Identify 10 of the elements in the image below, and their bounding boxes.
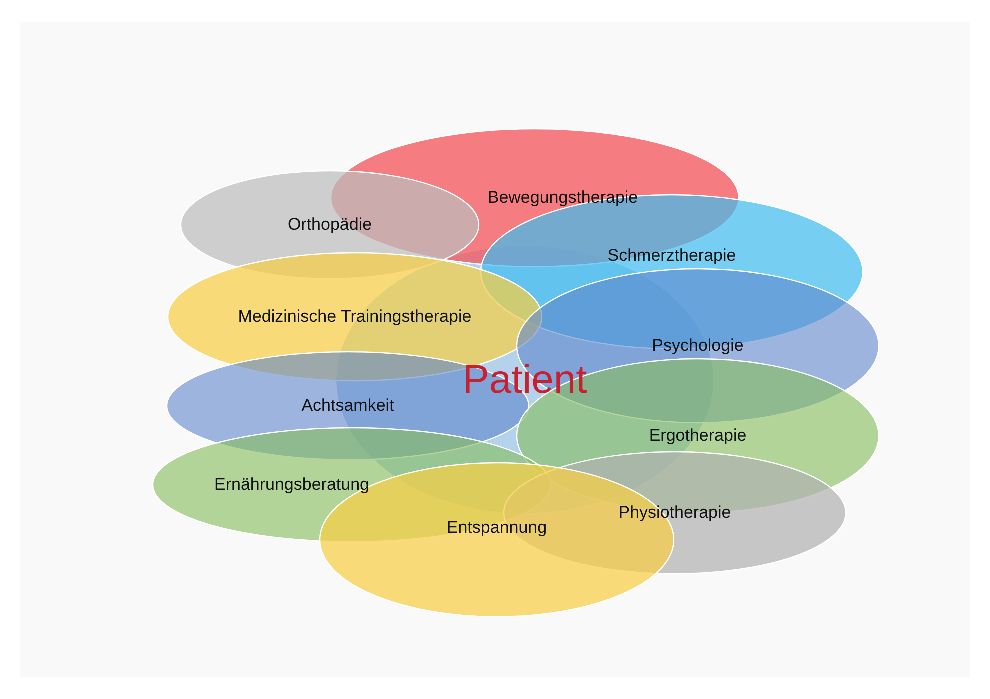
- ellipse-label: Medizinische Trainingstherapie: [238, 307, 472, 327]
- ellipse-label: Psychologie: [652, 336, 744, 356]
- ellipse-label: Entspannung: [446, 518, 548, 538]
- ellipse-label: Achtsamkeit: [302, 396, 394, 416]
- ellipse-label: Bewegungstherapie: [488, 188, 638, 208]
- ellipse-label: Schmerztherapie: [608, 246, 736, 266]
- ellipse-label: Ergotherapie: [649, 426, 747, 446]
- ellipse-label: Physiotherapie: [618, 503, 732, 523]
- ellipse-label: Ernährungsberatung: [214, 475, 370, 495]
- ellipse-label: Orthopädie: [288, 215, 372, 235]
